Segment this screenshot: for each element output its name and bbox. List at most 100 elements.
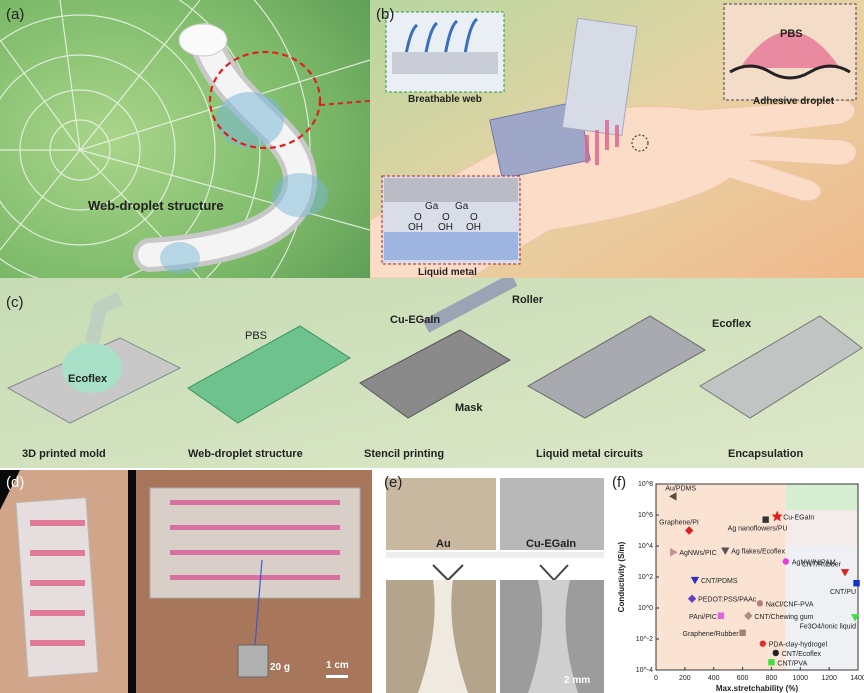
data-point-label: CNT/Ecoflex <box>782 651 822 658</box>
y-tick-label: 10^4 <box>638 543 653 550</box>
panel-a-label: (a) <box>6 6 25 23</box>
data-point-label: Ag nanoflowers/PU <box>728 526 788 533</box>
weight-label: 20 g <box>270 662 291 673</box>
x-tick-label: 600 <box>737 675 749 682</box>
panel-d-label: (d) <box>6 474 25 491</box>
y-axis-title: Conductivity (S/m) <box>617 541 626 612</box>
data-point <box>756 600 764 607</box>
panel-c: (c) Ecoflex PBS Cu-EGaIn Roller Mask Eco… <box>0 278 864 468</box>
data-point-label: Fe3O4/Ionic liquid <box>800 623 857 630</box>
step-liquid-metal-circuits: Liquid metal circuits <box>536 448 643 460</box>
panel-e-label: (e) <box>384 474 403 491</box>
panel-b: (b) Breathable web PBS Adhesive droplet … <box>370 0 864 278</box>
data-point <box>853 580 860 587</box>
data-point-label: Graphene/Rubber <box>683 631 740 638</box>
data-point-label: AgNWs/PIC <box>679 550 716 557</box>
data-point-label: CNT/Rubber <box>802 561 842 568</box>
data-point <box>768 659 775 666</box>
step-encapsulation: Encapsulation <box>728 448 804 460</box>
panel-a-illustration <box>0 0 370 278</box>
data-point-label: PAni/PIC <box>689 614 717 621</box>
data-point-label: Au/PDMS <box>665 485 696 492</box>
o-atom-3: O <box>470 212 478 223</box>
scale-bar-d-label: 1 cm <box>326 660 349 671</box>
x-tick-label: 1000 <box>792 675 808 682</box>
data-point-label: CNT/PU <box>830 589 856 596</box>
data-point-label: CNT/PVA <box>777 660 807 667</box>
data-point <box>670 548 678 557</box>
data-point <box>721 547 730 555</box>
x-axis-title: Max.stretchability (%) <box>716 684 799 693</box>
data-point <box>772 649 779 657</box>
y-tick-label: 10^6 <box>638 512 653 519</box>
liquid-metal-label: Liquid metal <box>418 267 477 278</box>
au-label: Au <box>436 538 451 550</box>
panel-b-illustration <box>370 0 864 278</box>
step-stencil-printing: Stencil printing <box>364 448 445 460</box>
oh-group-2: OH <box>438 222 453 233</box>
scale-bar-e-label: 2 mm <box>564 675 591 686</box>
panel-a: (a) Web-droplet structure <box>0 0 370 278</box>
x-tick-label: 200 <box>679 675 691 682</box>
data-point-label: PDA-clay-hydrogel <box>769 642 828 649</box>
data-point <box>840 569 850 577</box>
mask-label: Mask <box>455 402 483 414</box>
x-tick-label: 1400 <box>850 675 864 682</box>
data-point-label: NaCl/CNF-PVA <box>766 601 814 608</box>
ecoflex-pour-label: Ecoflex <box>68 373 108 385</box>
oh-group-3: OH <box>466 222 481 233</box>
web-droplet-title: Web-droplet structure <box>88 198 224 213</box>
pbs-step-label: PBS <box>245 330 268 342</box>
o-atom-1: O <box>414 212 422 223</box>
breathable-web-label: Breathable web <box>408 94 482 105</box>
data-point <box>759 640 766 647</box>
data-point <box>782 558 790 565</box>
data-point <box>762 516 769 523</box>
roller-label: Roller <box>512 294 544 306</box>
data-point <box>717 612 725 619</box>
panel-e: (e) Au Cu-EGaIn 2 mm <box>378 470 610 693</box>
data-point-label: CNT/Chewing gum <box>754 614 813 621</box>
y-tick-label: 10^8 <box>638 481 653 488</box>
data-point <box>739 629 746 636</box>
y-tick-label: 10^-2 <box>636 636 653 643</box>
y-tick-label: 10^2 <box>638 574 653 581</box>
panel-d: (d) 20 g 1 cm <box>0 470 372 693</box>
ga-atom-2: Ga <box>455 201 469 212</box>
y-tick-label: 10^-4 <box>636 667 653 674</box>
y-tick-label: 10^0 <box>638 605 653 612</box>
data-point-label: Ag flakes/Ecoflex <box>731 549 785 556</box>
data-point <box>684 526 694 535</box>
data-point <box>669 492 677 501</box>
panel-b-label: (b) <box>376 6 395 23</box>
data-point <box>744 611 753 620</box>
data-point-label: Graphene/PI <box>659 520 699 527</box>
data-point-label: CNT/PDMS <box>701 578 738 585</box>
adhesive-droplet-label: Adhesive droplet <box>753 96 835 107</box>
x-tick-label: 1200 <box>821 675 837 682</box>
oh-group-1: OH <box>408 222 423 233</box>
data-point <box>771 510 783 522</box>
step-web-droplet: Web-droplet structure <box>188 448 303 460</box>
panel-d-photos <box>0 470 372 693</box>
x-tick-label: 0 <box>654 675 658 682</box>
ga-atom-1: Ga <box>425 201 439 212</box>
data-point-label: PEDOT:PSS/PAAc <box>698 597 757 604</box>
o-atom-2: O <box>442 212 450 223</box>
data-point-label: Cu-EGaIn <box>783 515 814 522</box>
pbs-inset-label: PBS <box>780 28 803 40</box>
cu-egain-step-label: Cu-EGaIn <box>390 314 441 326</box>
cu-egain-label: Cu-EGaIn <box>526 538 577 550</box>
panel-c-label: (c) <box>6 294 24 311</box>
data-point <box>690 576 700 585</box>
region-left <box>656 484 786 670</box>
data-point-label: AgNW/NIPAM <box>792 560 836 567</box>
data-point <box>850 614 860 622</box>
step-3d-printed-mold: 3D printed mold <box>22 448 106 460</box>
region-bottom-right <box>785 546 858 670</box>
ecoflex-encap-label: Ecoflex <box>712 318 752 330</box>
x-tick-label: 800 <box>766 675 778 682</box>
region-highlight <box>785 484 858 511</box>
